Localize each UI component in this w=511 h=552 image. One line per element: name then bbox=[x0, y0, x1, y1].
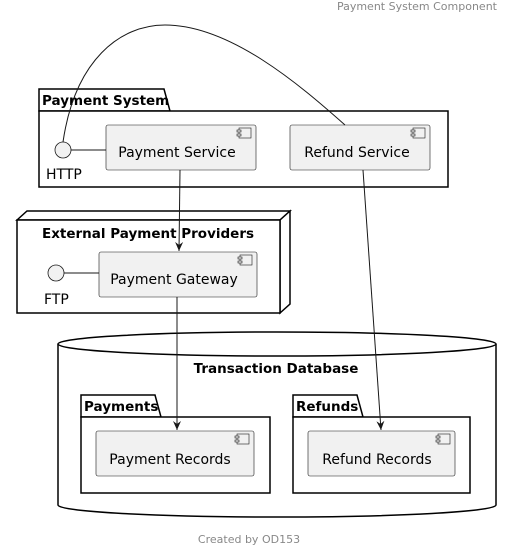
component-icon bbox=[236, 127, 252, 139]
edge-refund-service-to-refund-records bbox=[362, 169, 385, 431]
component-icon bbox=[410, 127, 426, 139]
component-payment-service[interactable]: Payment Service bbox=[105, 124, 257, 171]
component-payment-service-label: Payment Service bbox=[118, 145, 235, 161]
node-external-providers-label: External Payment Providers bbox=[42, 226, 254, 242]
interface-ftp-label: FTP bbox=[44, 292, 69, 308]
diagram-footer: Created by OD153 bbox=[198, 533, 300, 546]
component-payment-gateway-label: Payment Gateway bbox=[110, 272, 238, 288]
component-payment-gateway[interactable]: Payment Gateway bbox=[98, 251, 258, 298]
edge-payment-service-to-gateway bbox=[175, 169, 184, 252]
component-icon bbox=[435, 433, 451, 445]
interface-circle-icon bbox=[54, 141, 72, 159]
package-payment-system-label: Payment System bbox=[42, 93, 169, 109]
interface-http[interactable]: HTTP bbox=[46, 141, 106, 183]
database-transaction-label: Transaction Database bbox=[194, 361, 359, 377]
component-refund-service-label: Refund Service bbox=[304, 145, 409, 161]
component-refund-records[interactable]: Refund Records bbox=[307, 430, 456, 477]
component-icon bbox=[234, 433, 250, 445]
edge-http-to-refund-service bbox=[62, 24, 346, 143]
component-refund-service[interactable]: Refund Service bbox=[289, 124, 431, 171]
package-payments-label: Payments bbox=[84, 399, 158, 415]
component-refund-records-label: Refund Records bbox=[322, 452, 431, 468]
component-icon bbox=[237, 254, 253, 266]
interface-ftp[interactable]: FTP bbox=[44, 264, 99, 308]
component-payment-records-label: Payment Records bbox=[109, 452, 230, 468]
interface-circle-icon bbox=[47, 264, 65, 282]
interface-http-label: HTTP bbox=[46, 167, 82, 183]
package-refunds-label: Refunds bbox=[296, 399, 358, 415]
diagram-title: Payment System Component bbox=[337, 0, 498, 13]
component-payment-records[interactable]: Payment Records bbox=[95, 430, 255, 477]
